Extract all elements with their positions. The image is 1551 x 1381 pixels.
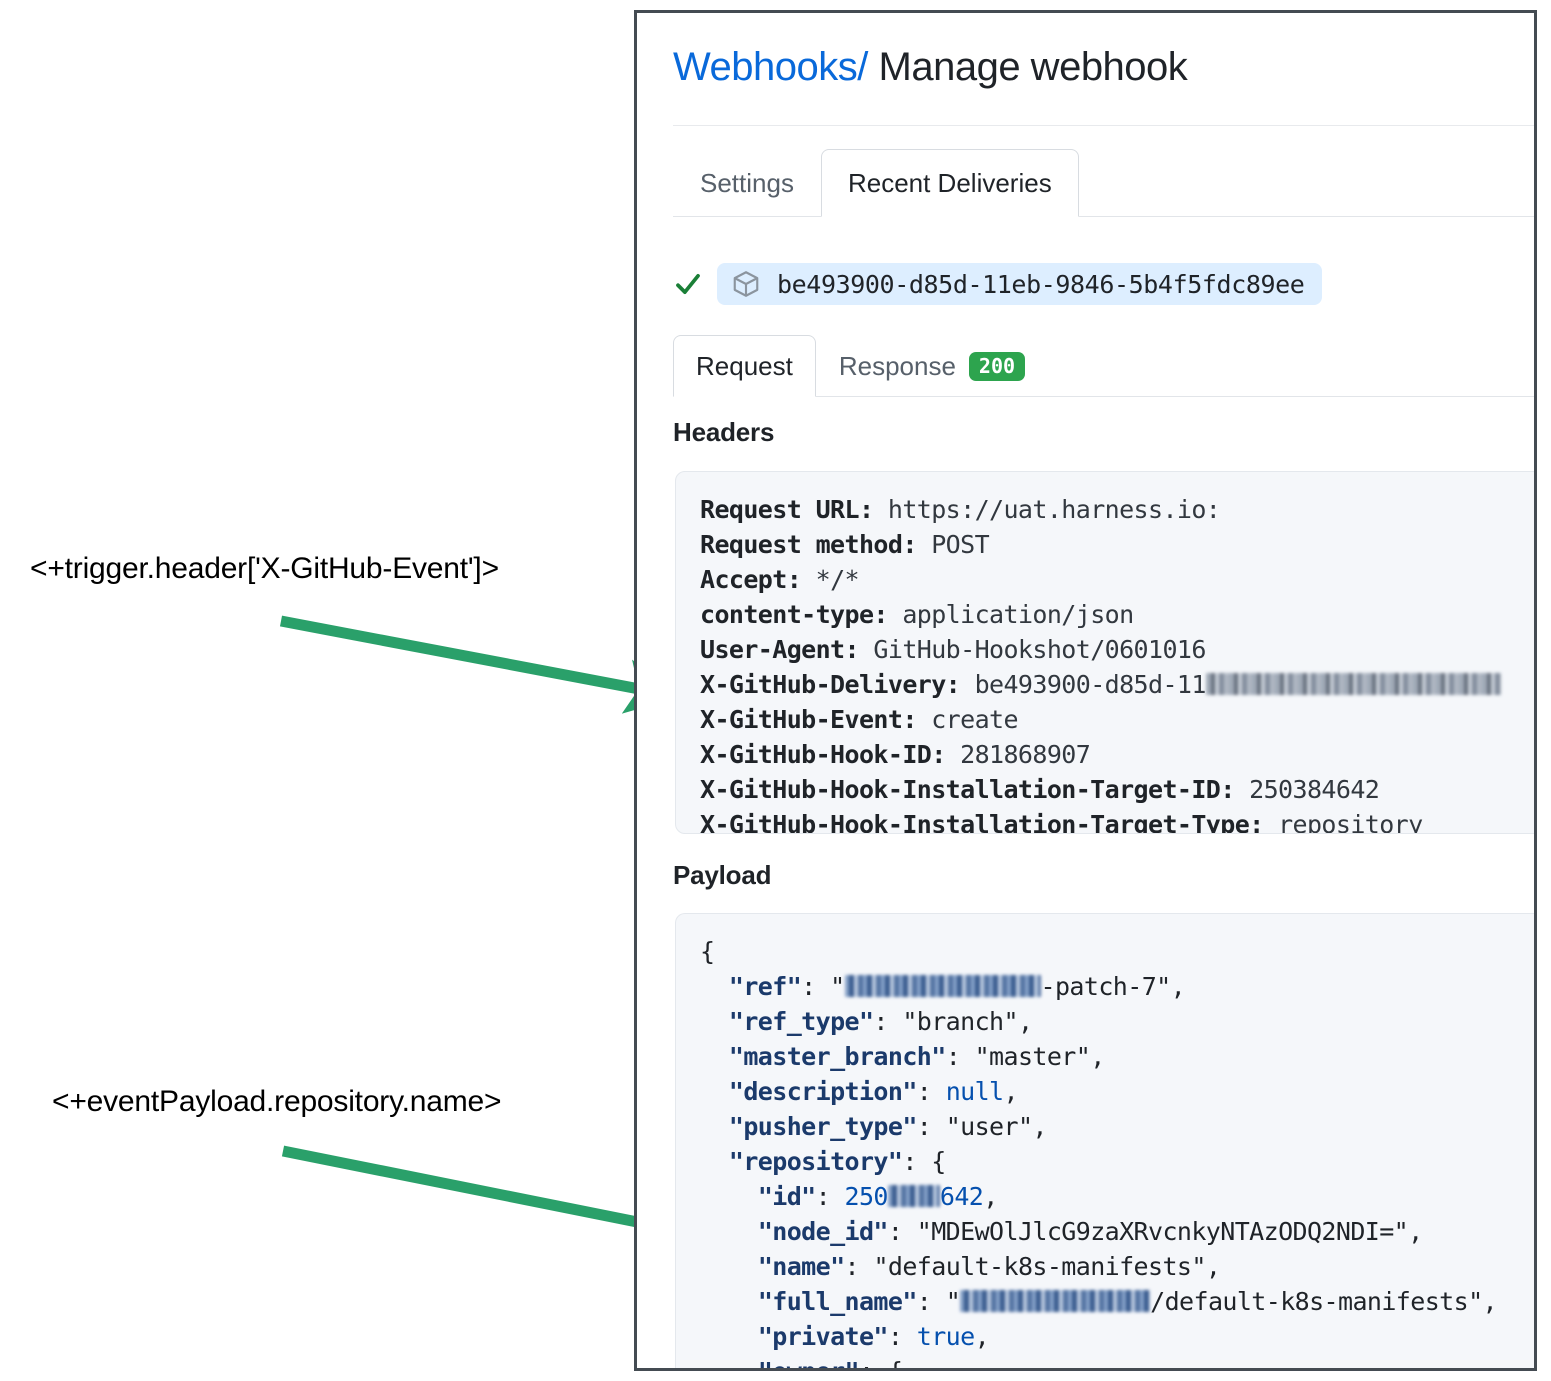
header-key: Request URL: (700, 495, 874, 524)
delivery-id-text: be493900-d85d-11eb-9846-5b4f5fdc89ee (777, 269, 1305, 299)
breadcrumb-current: Manage webhook (878, 45, 1188, 89)
header-value: repository (1278, 810, 1423, 834)
top-tabs: Settings Recent Deliveries (673, 149, 1079, 217)
payload-line: "repository": { (728, 1147, 946, 1176)
tab-response-label: Response (838, 350, 956, 381)
header-key: Request method: (700, 530, 917, 559)
headers-label: Headers (673, 417, 775, 447)
header-key: X-GitHub-Hook-Installation-Target-ID: (700, 775, 1235, 804)
header-value: 281868907 (960, 740, 1091, 769)
header-key: User-Agent: (700, 635, 860, 664)
header-line: X-GitHub-Hook-Installation-Target-ID: 25… (700, 772, 1534, 807)
header-value: https://uat.harness.io: (887, 495, 1221, 524)
header-line: X-GitHub-Delivery: be493900-d85d-11 (700, 667, 1534, 702)
cube-icon (731, 269, 761, 299)
payload-line: "name": "default-k8s-manifests", (757, 1252, 1221, 1281)
payload-line: { (700, 937, 715, 966)
header-value: */* (815, 565, 860, 594)
header-value: 250384642 (1249, 775, 1380, 804)
header-line: Request method: POST (700, 527, 1534, 562)
delivery-row: be493900-d85d-11eb-9846-5b4f5fdc89ee (673, 263, 1323, 305)
payload-code-block: { "ref": "-patch-7", "ref_type": "branch… (675, 913, 1534, 1368)
tab-recent-deliveries-label: Recent Deliveries (847, 167, 1052, 198)
top-tabs-divider (673, 216, 1534, 217)
status-badge: 200 (968, 351, 1026, 381)
header-line: Accept: */* (700, 562, 1534, 597)
header-key: X-GitHub-Hook-ID: (700, 740, 946, 769)
headers-code-block: Request URL: https://uat.harness.io: Req… (675, 471, 1534, 834)
title-divider (673, 125, 1534, 126)
payload-label: Payload (673, 860, 772, 890)
breadcrumb-separator: / (857, 45, 868, 89)
redacted-block (844, 975, 1041, 997)
sub-tabs: Request Response 200 (673, 335, 1048, 397)
tab-recent-deliveries[interactable]: Recent Deliveries (820, 149, 1079, 217)
tab-settings-label: Settings (700, 167, 794, 198)
annotation-payload-expression: <+eventPayload.repository.name> (52, 1085, 502, 1118)
redacted-block (960, 1290, 1151, 1312)
header-value: be493900-d85d-11 (974, 670, 1207, 699)
header-key: X-GitHub-Delivery: (700, 670, 961, 699)
payload-line: "ref": "-patch-7", (728, 972, 1186, 1001)
header-value: GitHub-Hookshot/0601016 (873, 635, 1206, 664)
header-line: Request URL: https://uat.harness.io: (700, 492, 1534, 527)
arrow-to-header (279, 615, 681, 714)
tab-request[interactable]: Request (673, 335, 816, 397)
payload-line: "private": true, (757, 1322, 990, 1351)
header-line: X-GitHub-Hook-ID: 281868907 (700, 737, 1534, 772)
header-line: X-GitHub-Event: create (700, 702, 1534, 737)
tab-settings[interactable]: Settings (673, 149, 821, 217)
breadcrumb-link-webhooks[interactable]: Webhooks (673, 45, 858, 89)
redacted-block (1205, 673, 1501, 695)
payload-line: "full_name": "/default-k8s-manifests", (757, 1287, 1498, 1316)
payload-line: "description": null, (728, 1077, 1019, 1106)
tab-response[interactable]: Response 200 (816, 335, 1048, 397)
header-key: Accept: (700, 565, 802, 594)
tab-request-label: Request (696, 350, 793, 381)
header-key: X-GitHub-Hook-Installation-Target-Type: (700, 810, 1264, 834)
redacted-block (887, 1185, 940, 1207)
payload-line: "pusher_type": "user", (728, 1112, 1048, 1141)
annotation-header-expression: <+trigger.header['X-GitHub-Event']> (30, 552, 499, 585)
header-key: X-GitHub-Event: (700, 705, 917, 734)
payload-line: "owner": { (700, 1354, 1534, 1368)
header-line: User-Agent: GitHub-Hookshot/0601016 (700, 632, 1534, 667)
header-value: POST (931, 530, 990, 559)
sub-tabs-divider (673, 396, 1534, 397)
header-line: X-GitHub-Hook-Installation-Target-Type: … (700, 807, 1534, 834)
payload-line: "ref_type": "branch", (728, 1007, 1033, 1036)
page-title: Webhooks/ Manage webhook (673, 45, 1188, 90)
payload-line: "node_id": "MDEwOlJlcG9zaXRvcnkyNTAzODQ2… (757, 1217, 1423, 1246)
header-value: create (931, 705, 1018, 734)
webhook-panel: Webhooks/ Manage webhook Settings Recent… (634, 10, 1537, 1371)
delivery-id-pill[interactable]: be493900-d85d-11eb-9846-5b4f5fdc89ee (717, 263, 1323, 305)
header-value: application/json (902, 600, 1134, 629)
check-icon (673, 269, 703, 299)
header-line: content-type: application/json (700, 597, 1534, 632)
header-key: content-type: (700, 600, 888, 629)
payload-line: "master_branch": "master", (728, 1042, 1105, 1071)
